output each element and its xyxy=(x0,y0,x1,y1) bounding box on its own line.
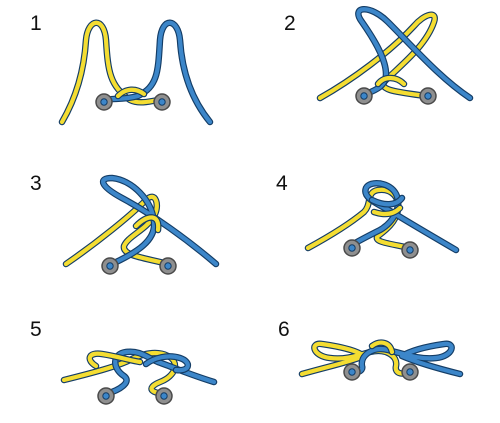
step-1: 1 xyxy=(30,12,214,126)
eyelet-hole xyxy=(158,98,166,106)
step-number: 5 xyxy=(30,318,42,341)
step-4: 4 xyxy=(276,172,460,259)
step-number: 6 xyxy=(278,318,290,341)
blue-lace xyxy=(103,349,217,397)
yellow-lace xyxy=(375,75,407,87)
step-number: 2 xyxy=(284,12,296,35)
yellow-lace xyxy=(133,215,161,233)
yellow-lace xyxy=(371,205,403,217)
step-2: 2 xyxy=(284,6,474,105)
eyelet-hole xyxy=(102,392,110,400)
eyelet-hole xyxy=(360,92,368,100)
eyelet-hole xyxy=(164,262,172,270)
eyelet-hole xyxy=(100,98,108,106)
yellow-lace xyxy=(59,20,161,125)
eyelet-hole xyxy=(106,262,114,270)
step-5: 5 xyxy=(30,318,218,405)
eyelet-hole xyxy=(406,246,414,254)
eyelet-hole xyxy=(348,244,356,252)
yellow-lace xyxy=(87,351,143,369)
blue-lace xyxy=(369,195,405,207)
step-number: 4 xyxy=(276,172,288,195)
step-3: 3 xyxy=(30,172,220,275)
blue-lace xyxy=(101,20,213,125)
step-number: 1 xyxy=(30,12,42,35)
eyelet-hole xyxy=(160,392,168,400)
blue-lace xyxy=(347,181,459,253)
step-number: 3 xyxy=(30,172,42,195)
blue-lace xyxy=(347,341,463,377)
yellow-lace xyxy=(115,87,147,99)
step-6: 6 xyxy=(278,318,464,381)
yellow-lace xyxy=(369,340,395,355)
eyelet-hole xyxy=(406,368,414,376)
blue-lace xyxy=(143,354,190,373)
eyelet-hole xyxy=(348,368,356,376)
eyelet-hole xyxy=(424,92,432,100)
